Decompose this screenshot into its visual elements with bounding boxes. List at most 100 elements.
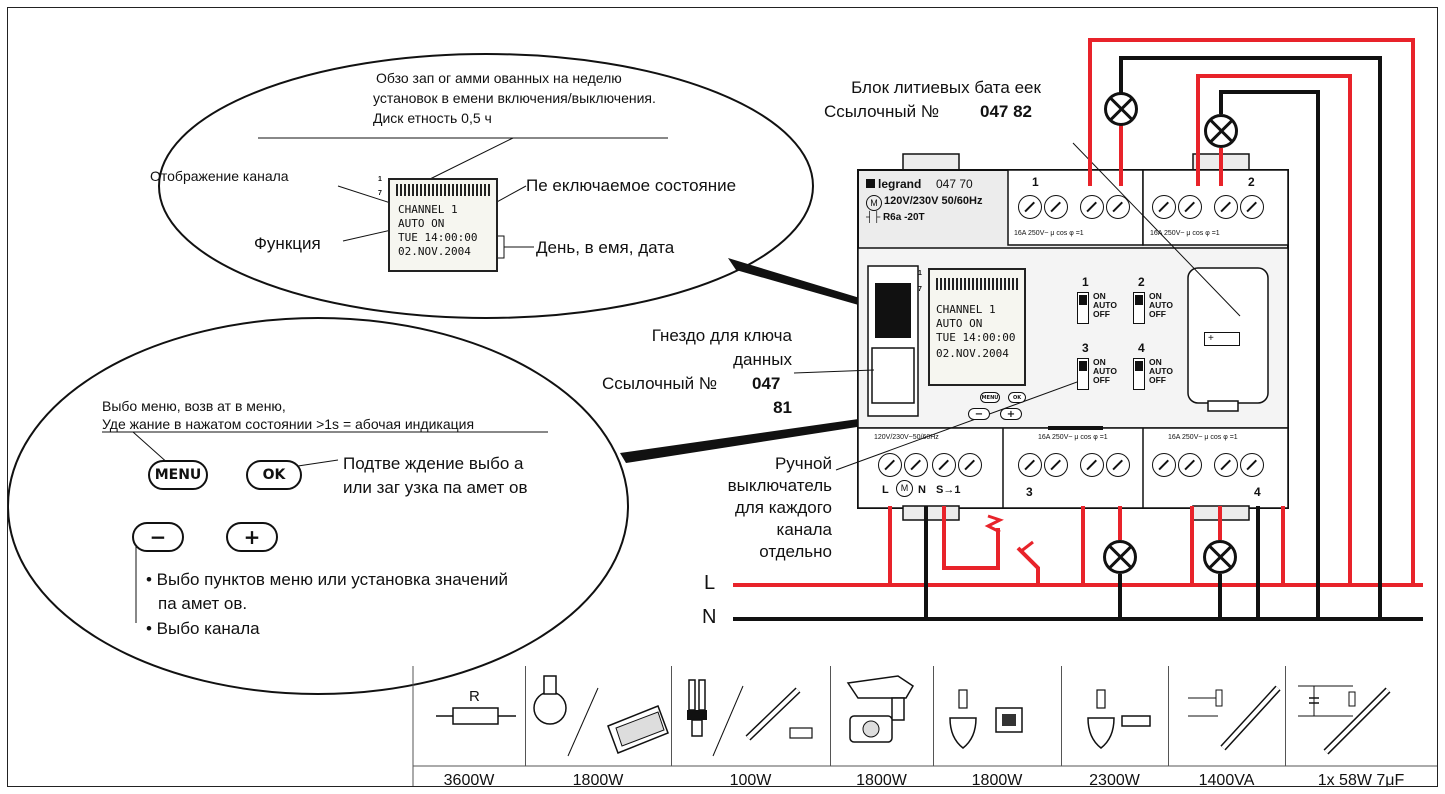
bullet-select-channel: • Выбо канала — [146, 619, 260, 638]
switch-channel-2: 2 — [1138, 275, 1145, 289]
compensated-fluorescent-icon — [1298, 685, 1391, 755]
device-voltage: 120V/230V 50/60Hz — [884, 195, 983, 207]
lcd-scale-7: 7 — [378, 190, 382, 197]
terminal-screw — [1018, 453, 1042, 477]
terminal-screw — [1106, 453, 1130, 477]
key-socket-box — [871, 347, 915, 404]
halogen-electronic-transformer-icon — [1087, 689, 1151, 749]
motor-symbol: M — [866, 195, 882, 211]
terminal-screw — [1018, 195, 1042, 219]
terminal-screw — [1152, 195, 1176, 219]
switch-channel-4: 4 — [1138, 341, 1145, 355]
supply-rating: 120V/230V~50/60Hz — [874, 434, 939, 441]
load-watt-fluorescent-compact: 100W — [729, 772, 772, 787]
ok-leader — [297, 459, 339, 467]
device-menu-key[interactable]: MENU — [980, 392, 1000, 403]
terminal-screw — [1178, 195, 1202, 219]
device-lcd-scale-1: 1 — [918, 270, 922, 277]
load-table-divider — [1285, 666, 1286, 766]
overview-text-line3: Диск етность 0,5 ч — [373, 110, 492, 126]
menu-key[interactable]: MENU — [148, 460, 208, 490]
menu-text-line2: Уде жание в нажатом состоянии >1s = абоч… — [102, 416, 475, 432]
minus-key[interactable]: − — [132, 522, 184, 552]
device-lcd-row1: CHANNEL 1 — [936, 303, 996, 316]
terminal-screw — [1152, 453, 1176, 477]
drill-and-motor-icon — [846, 675, 915, 743]
keys-callout-ellipse — [8, 317, 629, 695]
terminal-S1-label: S→1 — [936, 484, 961, 496]
incandescent-bulb-icon — [533, 675, 599, 757]
load-watt-fluorescent-compensated: 1x 58W 7μF — [1317, 772, 1405, 787]
diagram-frame: Обзо зап ог амми ованных на неделю устан… — [7, 7, 1438, 787]
overview-text-line1: Обзо зап ог амми ованных на неделю — [376, 70, 622, 86]
channel-display-label: Отображение канала — [150, 168, 289, 184]
plus-key[interactable]: + — [226, 522, 278, 552]
device-plus-key[interactable]: + — [1000, 408, 1022, 420]
switch-channel-1: 1 — [1082, 275, 1089, 289]
load-table-divider — [933, 666, 934, 766]
bottom-channel-3: 3 — [1026, 485, 1033, 499]
lamp-icon — [1104, 92, 1138, 126]
device-bottom-clip — [902, 505, 960, 521]
lamp-icon — [1204, 114, 1238, 148]
function-label: Функция — [254, 234, 321, 253]
key-socket-ref-number: 047 — [752, 374, 781, 393]
manual-switch-3[interactable] — [1077, 358, 1089, 390]
terminal-screw — [1214, 195, 1238, 219]
manual-switch-2[interactable] — [1133, 292, 1145, 324]
line-L-label: L — [704, 572, 716, 594]
device-lcd-row2: AUTO ON — [936, 317, 983, 330]
terminal-screw — [1044, 195, 1068, 219]
device-ok-key[interactable]: OK — [1008, 392, 1026, 403]
overview-text-line2: установок в емени включения/выключения. — [373, 90, 656, 106]
compact-fluorescent-icon — [687, 679, 813, 757]
terminal-screw — [1178, 453, 1202, 477]
load-watt-incandescent: 1800W — [572, 772, 624, 787]
halogen-transformer-icon — [949, 689, 1023, 749]
manual-switch-1[interactable] — [1077, 292, 1089, 324]
lcd-scale-1: 1 — [378, 176, 382, 183]
load-watt-halogen-transformer: 1800W — [971, 772, 1023, 787]
battery-ref-number: 047 82 — [980, 102, 1032, 121]
callout-lcd-display: CHANNEL 1 AUTO ON TUE 14:00:00 02.NOV.20… — [388, 178, 498, 272]
menu-leader — [132, 431, 171, 466]
bottom-channel-4: 4 — [1254, 485, 1261, 499]
ok-key[interactable]: OK — [246, 460, 302, 490]
device-lcd-bar — [936, 278, 1018, 290]
bullet-select-values: • Выбо пунктов меню или установка значен… — [146, 570, 508, 589]
terminal-screw — [1214, 453, 1238, 477]
terminal-screw — [1106, 195, 1130, 219]
overview-leader — [427, 137, 514, 181]
lcd-program-bar — [396, 184, 490, 196]
resistor-label: R — [469, 688, 480, 705]
manual-switch-label-4: канала — [776, 520, 832, 539]
switch-state-label: Пе еключаемое состояние — [526, 176, 737, 195]
top-channel-1: 1 — [1032, 175, 1039, 189]
device-model: 047 70 — [936, 177, 973, 191]
terminal-screw — [1080, 453, 1104, 477]
terminal-screw — [1240, 453, 1264, 477]
brand-logo: legrand — [866, 177, 921, 192]
manual-switch-label-3: для каждого — [734, 498, 832, 517]
device-minus-key[interactable]: − — [968, 408, 990, 420]
rating-top-right: 16A 250V~ μ cos φ =1 — [1150, 230, 1220, 237]
battery-leader — [1072, 142, 1241, 317]
load-watt-resistive: 3600W — [443, 772, 495, 787]
lcd-row-channel: CHANNEL 1 — [398, 203, 458, 216]
key-socket-ref-prefix: Ссылочный № — [602, 374, 718, 393]
battery-tab — [1207, 400, 1239, 412]
ok-text-line2: или заг узка па амет ов — [343, 478, 528, 497]
battery-ref-prefix: Ссылочный № — [824, 102, 940, 121]
resistor-icon — [436, 707, 516, 725]
terminal-screw — [904, 453, 928, 477]
top-channel-2: 2 — [1248, 175, 1255, 189]
load-watt-motor: 1800W — [856, 772, 907, 787]
ok-text-line1: Подтве ждение выбо а — [343, 454, 524, 473]
key-socket-label-2: данных — [733, 350, 792, 369]
manual-switch-4[interactable] — [1133, 358, 1145, 390]
lcd-row-date: 02.NOV.2004 — [398, 245, 471, 258]
